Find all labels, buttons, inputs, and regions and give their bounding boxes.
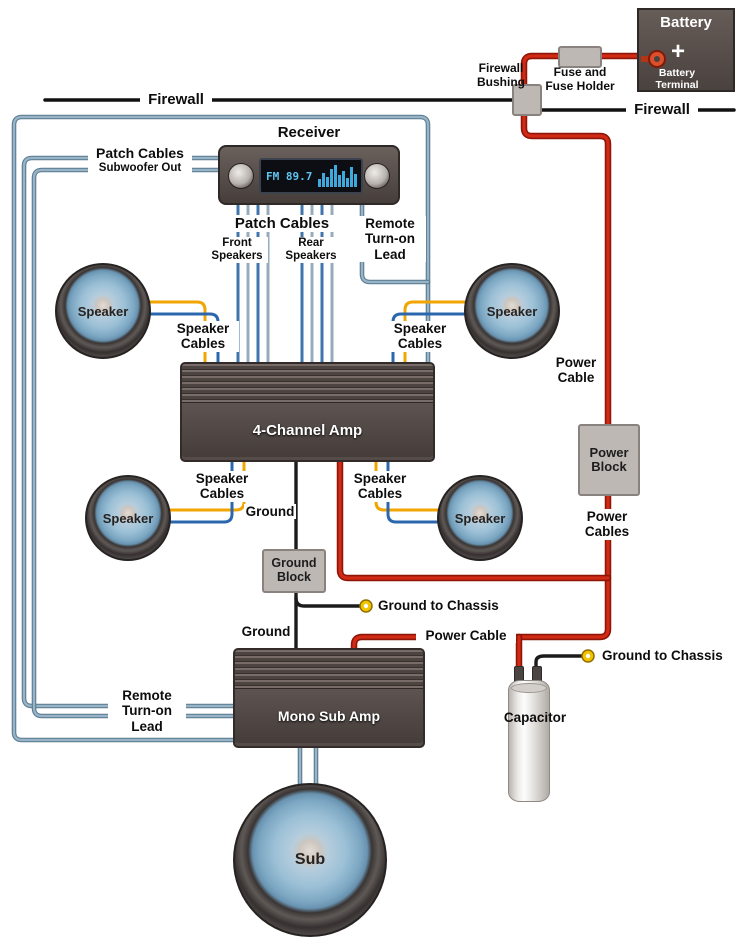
speaker-cable-rear-right-yellow — [374, 456, 444, 512]
power-cables-label: Power Cables — [576, 509, 638, 540]
spectrum-bars-icon — [318, 165, 358, 187]
battery: Battery + Battery Terminal — [637, 8, 735, 92]
receiver-knob-left-icon — [228, 163, 254, 189]
firewall-bushing-label: Firewall Bushing — [477, 61, 525, 89]
mono-sub-amp-label: Mono Sub Amp — [235, 689, 423, 743]
speaker-label: Speaker — [486, 303, 538, 319]
receiver: FM 89.7 — [218, 145, 400, 205]
speaker-label: Speaker — [454, 510, 506, 526]
receiver-knob-right-icon — [364, 163, 390, 189]
speaker-cables-label-front-left: Speaker Cables — [167, 321, 239, 352]
speaker-label: Speaker — [77, 303, 129, 319]
remote-turn-on-lead-main — [12, 115, 430, 742]
ground-to-chassis-label-right: Ground to Chassis — [602, 648, 723, 663]
remote-lead-receiver-branch — [360, 203, 430, 284]
ring-terminal-icon-right — [581, 649, 595, 663]
speaker-cable-rear-left-blue — [164, 456, 234, 524]
battery-plus-sign: + — [671, 38, 686, 65]
patch-cables-title: Patch Cables — [226, 215, 338, 233]
ground-label-bottom: Ground — [240, 624, 292, 640]
subwoofer-patch-cable-1 — [22, 156, 238, 708]
speaker-rear-right: Speaker — [437, 475, 523, 561]
ground-wire-chassis-mid — [294, 596, 362, 608]
fuse-holder — [558, 46, 602, 68]
speaker-cable-front-right-yellow — [403, 300, 470, 368]
battery-terminal-label: Battery Terminal — [655, 67, 699, 91]
speaker-cable-rear-left-yellow — [164, 456, 246, 512]
speaker-cables-label-rear-left: Speaker Cables — [186, 471, 258, 502]
subwoofer: Sub — [233, 783, 387, 937]
ground-to-chassis-label-mid: Ground to Chassis — [378, 598, 499, 613]
battery-title: Battery — [660, 14, 712, 31]
front-speakers-label: Front Speakers — [206, 237, 268, 264]
speaker-cables-label-front-right: Speaker Cables — [384, 321, 456, 352]
sub-label: Sub — [294, 851, 326, 868]
power-cable-main — [352, 54, 654, 654]
capacitor-label: Capacitor — [503, 710, 567, 725]
speaker-label: Speaker — [102, 510, 154, 526]
ring-terminal-icon-mid — [359, 599, 373, 613]
ground-label-top: Ground — [244, 504, 296, 520]
fuse-holder-label: Fuse and Fuse Holder — [545, 65, 615, 93]
power-block: Power Block — [578, 424, 640, 496]
speaker-front-left: Speaker — [55, 263, 151, 359]
ground-wire-capacitor — [534, 654, 584, 672]
remote-turn-on-lead-bottom-label: Remote Turn-on Lead — [108, 688, 186, 735]
firewall-right-label: Firewall — [626, 101, 698, 119]
mono-sub-amp: Mono Sub Amp — [233, 648, 425, 748]
ground-block: Ground Block — [262, 549, 326, 593]
four-channel-amp: 4-Channel Amp — [180, 362, 435, 462]
amp-heatsink-fins — [182, 364, 433, 403]
subwoofer-patch-label: Patch Cables Subwoofer Out — [88, 145, 192, 176]
capacitor — [508, 680, 550, 802]
speaker-cable-front-left-yellow — [144, 300, 207, 368]
radio-frequency: FM 89.7 — [266, 169, 313, 183]
speaker-cable-rear-right-blue — [386, 456, 444, 524]
amp-heatsink-fins — [235, 650, 423, 689]
speaker-front-right: Speaker — [464, 263, 560, 359]
rear-speakers-label: Rear Speakers — [280, 237, 342, 264]
power-cable-bottom-label: Power Cable — [416, 628, 516, 644]
remote-turn-on-lead-top-label: Remote Turn-on Lead — [354, 216, 426, 263]
power-cable-top-label: Power Cable — [555, 355, 597, 386]
power-cable-amp-branch — [338, 456, 610, 580]
receiver-title: Receiver — [277, 124, 341, 141]
subwoofer-patch-cable-2 — [32, 168, 238, 718]
firewall-left-label: Firewall — [140, 91, 212, 109]
receiver-display: FM 89.7 — [259, 158, 363, 194]
firewall-bushing — [512, 84, 542, 116]
four-channel-amp-label: 4-Channel Amp — [182, 403, 433, 457]
speaker-rear-left: Speaker — [85, 475, 171, 561]
speaker-cables-label-rear-right: Speaker Cables — [344, 471, 416, 502]
battery-terminal-icon — [641, 50, 666, 68]
